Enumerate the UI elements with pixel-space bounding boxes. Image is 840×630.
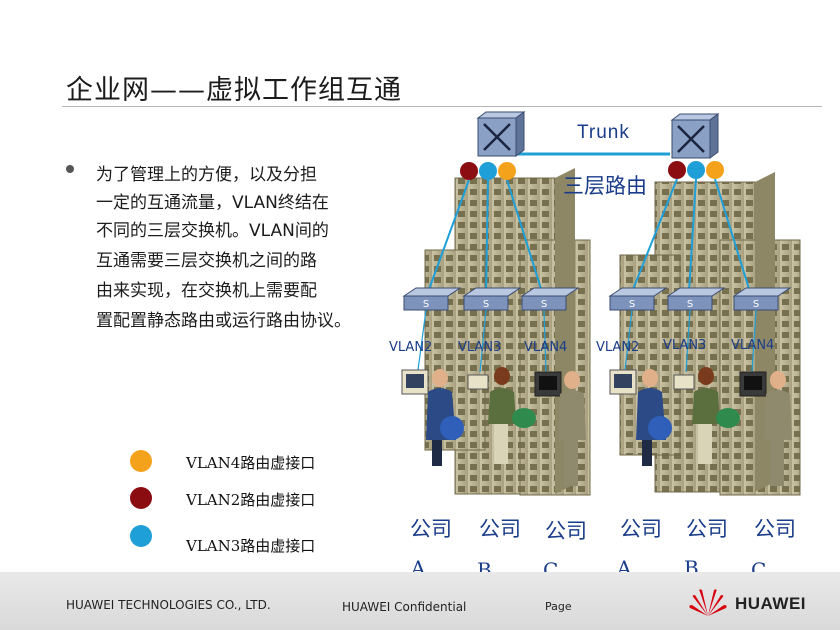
svg-text:S: S (753, 299, 759, 310)
bullet-line: 一定的互通流量，VLAN终结在 (96, 193, 329, 213)
svg-text:S: S (541, 299, 547, 310)
legend-label: VLAN4路由虚接口 (186, 454, 316, 472)
l3-switch-icon (670, 113, 720, 159)
bullet-line: 置配置静态路由或运行路由协议。 (96, 311, 351, 331)
vlan4-interface-dot (498, 162, 516, 180)
access-switch-icons: S S S S S S (402, 287, 792, 311)
company-label: 公司 (479, 517, 521, 541)
vlan-label: VLAN3 (458, 340, 502, 355)
vlan-label: VLAN4 (524, 340, 568, 355)
vlan-label: VLAN3 (663, 338, 707, 353)
footer-bar (0, 572, 840, 630)
svg-text:S: S (483, 299, 489, 310)
bullet-line: 为了管理上的方便，以及分担 (96, 165, 317, 185)
company-label: 公司 (545, 519, 587, 543)
vlan2-interface-dot (460, 162, 478, 180)
bullet-icon (66, 165, 74, 173)
company-label: 公司 (620, 517, 662, 541)
slide-title: 企业网——虚拟工作组互通 (66, 75, 402, 106)
trunk-label: Trunk (577, 122, 630, 143)
svg-text:S: S (629, 299, 635, 310)
vlan3-interface-dot (687, 161, 705, 179)
footer-confidential: HUAWEI Confidential (342, 600, 467, 614)
building-group-left (424, 168, 591, 496)
footer-company: HUAWEI TECHNOLOGIES CO., LTD. (66, 598, 271, 612)
vlan4-legend-dot (130, 450, 152, 472)
company-label: 公司 (754, 517, 796, 541)
l3-switch-icon (476, 111, 526, 157)
huawei-logo-icon (689, 589, 727, 616)
vlan3-interface-dot (479, 162, 497, 180)
l3-router-label: 三层路由 (563, 174, 647, 198)
vlan-label: VLAN2 (596, 340, 640, 355)
workstation-figures (401, 367, 792, 486)
vlan3-legend-dot (130, 525, 152, 547)
legend-label: VLAN2路由虚接口 (186, 491, 316, 509)
company-label: 公司 (410, 517, 452, 541)
bullet-line: 不同的三层交换机。VLAN间的 (96, 221, 329, 241)
title-divider (62, 106, 822, 107)
bullet-line: 互通需要三层交换机之间的路 (96, 251, 317, 271)
vlan-label: VLAN4 (731, 338, 775, 353)
uplinks (427, 178, 751, 293)
bullet-line: 由来实现，在交换机上需要配 (96, 281, 317, 301)
legend-label: VLAN3路由虚接口 (186, 537, 316, 555)
drop-links (417, 309, 757, 373)
company-label: 公司 (686, 517, 728, 541)
svg-text:S: S (423, 299, 429, 310)
vlan4-interface-dot (706, 161, 724, 179)
svg-text:S: S (687, 299, 693, 310)
huawei-logo-text: HUAWEI (735, 594, 806, 613)
footer-page-label: Page (545, 600, 572, 613)
vlan2-legend-dot (130, 487, 152, 509)
vlan-label: VLAN2 (389, 340, 433, 355)
vlan2-interface-dot (668, 161, 686, 179)
